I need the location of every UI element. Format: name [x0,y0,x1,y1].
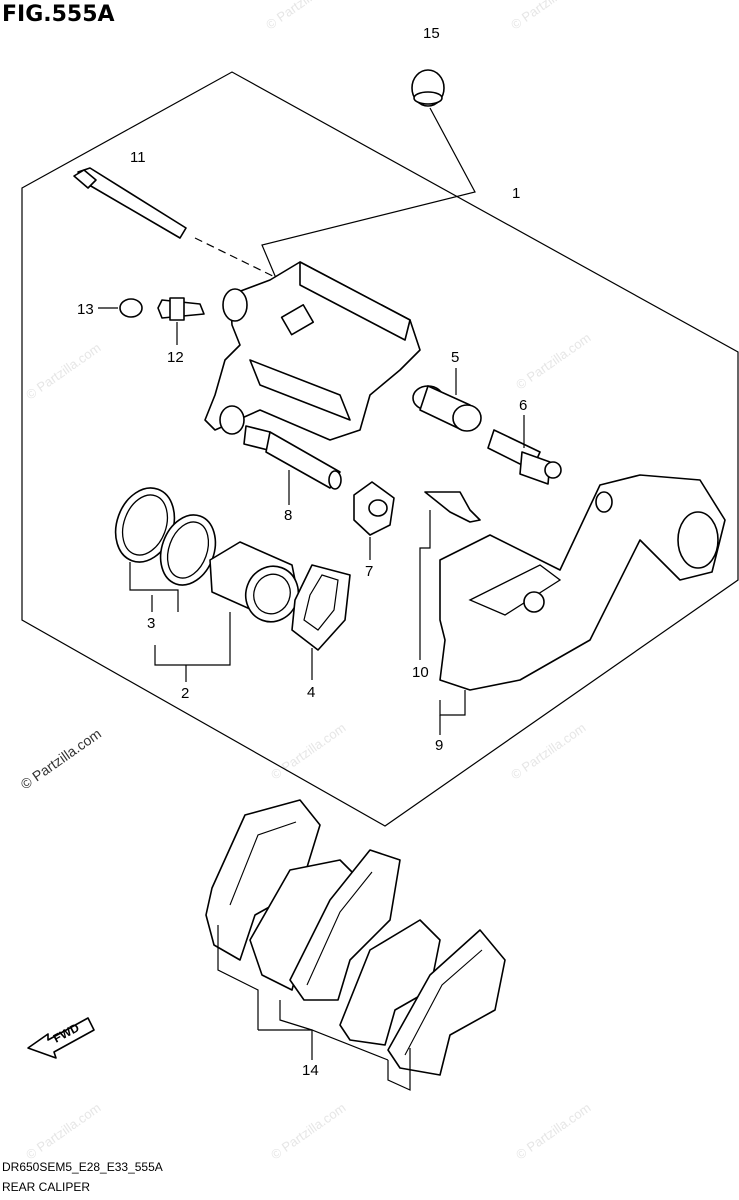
callout-11: 11 [130,149,146,166]
part-5-boot [412,385,482,432]
watermark: © Partzilla.com [508,0,588,32]
leader-14b [279,1000,313,1060]
watermark: © Partzilla.com [268,720,348,783]
leader-10 [419,510,431,660]
callout-8: 8 [284,507,292,524]
callout-14: 14 [302,1062,319,1079]
watermark: © Partzilla.com [268,1100,348,1163]
part-4-spring [291,564,351,651]
leader-9 [439,690,466,716]
leader-3 [129,562,179,612]
watermark: © Partzilla.com [513,1100,593,1163]
callout-1: 1 [512,185,520,202]
callout-15: 15 [423,25,440,42]
diagram-code: DR650SEM5_E28_E33_555A [2,1160,163,1174]
part-3-seals [114,487,217,586]
assembly-frame [21,71,739,827]
watermark: © Partzilla.com [508,720,588,783]
pin-axis [194,237,286,283]
part-12-bleeder [157,297,205,321]
callout-3: 3 [147,615,155,632]
watermark: © Partzilla.com [23,340,103,403]
callout-7: 7 [365,563,373,580]
callout-12: 12 [167,349,184,366]
figure-title: FIG.555A [2,2,115,27]
part-15-cap [411,69,445,107]
fwd-arrow: FWD [27,1017,95,1059]
part-caliper-body [204,261,421,441]
watermark: © Partzilla.com [23,1100,103,1163]
part-8-pin [243,425,342,490]
main-watermark: © Partzilla.com [18,725,104,792]
leader-14d [258,1029,389,1061]
callout-numbers: 15 1 11 13 12 5 6 8 7 3 2 4 10 9 14 [77,25,527,1079]
part-2-piston [209,541,301,623]
part-10-clip [424,491,481,523]
callout-13: 13 [77,301,94,318]
part-6-bolt [487,429,562,485]
part-14-pads [205,799,506,1076]
part-7-boot [353,481,395,536]
leader-2 [154,612,231,666]
callout-9: 9 [435,737,443,754]
part-11-pin [73,167,187,239]
watermark: © Partzilla.com [263,0,343,32]
leader-14a [217,925,259,1030]
callout-6: 6 [519,397,527,414]
callout-4: 4 [307,684,315,701]
leader-14c [387,1048,411,1091]
part-9-bracket [439,474,726,691]
callout-5: 5 [451,349,459,366]
watermark: © Partzilla.com [513,330,593,393]
diagram-name: REAR CALIPER [2,1180,91,1194]
part-13-cap [119,298,143,318]
callout-2: 2 [181,685,189,702]
callout-10: 10 [412,664,429,681]
